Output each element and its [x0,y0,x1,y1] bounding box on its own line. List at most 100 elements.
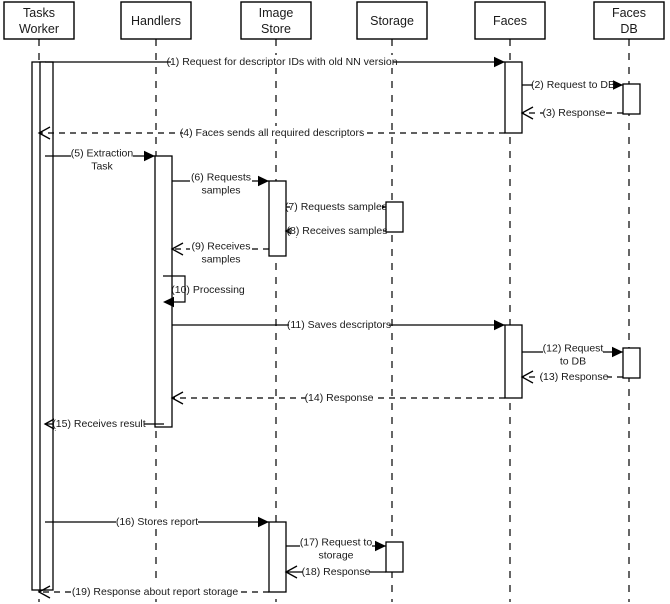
message-label: (5) Extraction [71,147,134,159]
lifeline-label-line1: Faces [612,6,646,20]
lifeline-label: Handlers [131,14,181,28]
message-label: (15) Receives result [52,418,145,430]
message-16: (16) Stores report [45,515,269,528]
message-label: (17) Request to [300,536,373,548]
message-label: (3) Response [542,107,605,119]
message-label-backdrop [190,170,252,197]
message-label-backdrop [306,391,372,404]
message-label-backdrop [190,239,252,266]
message-2: (2) Request to DB [522,78,623,91]
lifeline-handlers: Handlers [120,1,192,602]
arrowhead-filled [163,296,174,308]
arrowhead-open [170,242,184,256]
activation-rect [385,541,404,573]
message-label: (6) Requests [191,171,251,183]
message-label-backdrop [289,318,389,331]
arrowhead-filled [375,540,386,552]
message-label: to DB [560,355,586,367]
activation-bar-image-store [268,180,287,257]
lifeline-storage: Storage [356,1,428,602]
arrowhead-filled [494,319,505,331]
message-label-backdrop [303,565,369,578]
activation-rect [385,201,404,233]
message-label: samples [201,253,240,265]
activation-bar-tasks-worker [39,61,54,591]
arrowhead-filled [258,516,269,528]
message-label: (14) Response [305,392,374,404]
self-message-10: (10) Processing [163,275,245,308]
activation-bar-handlers [154,155,173,428]
lifeline-label: Faces [493,14,527,28]
arrowhead-filled [612,346,623,358]
message-label: (1) Request for descriptor IDs with old … [166,56,397,68]
message-19: (19) Response about report storage [37,585,269,599]
message-3: (3) Response [520,106,623,120]
message-11: (11) Saves descriptors [172,318,505,331]
message-8: (8) Receives samples [284,224,387,238]
activation-bar-storage [385,541,404,573]
message-label: storage [318,549,353,561]
message-label-backdrop [300,535,372,562]
activation-rect [504,324,523,399]
activation-rect [622,347,641,379]
lifeline-label-line1: Tasks [23,6,55,20]
message-label-backdrop [171,55,393,68]
lifeline-label-line1: Image [259,6,294,20]
message-label: (18) Response [302,566,371,578]
message-1: (1) Request for descriptor IDs with old … [45,55,505,68]
message-label-backdrop [541,370,607,383]
message-label: (9) Receives [192,240,251,252]
activation-bar-faces [504,61,523,134]
message-label-backdrop [74,585,236,598]
activation-rect [504,61,523,134]
arrowhead-open [37,126,51,140]
message-label-backdrop [71,146,133,173]
self-message-line [163,275,186,303]
message-label: (7) Requests samples [285,201,387,213]
activation-rect [268,521,287,593]
activation-rect [39,61,54,591]
message-label: (11) Saves descriptors [287,319,391,331]
activation-bar-faces-db [622,83,641,115]
message-label-backdrop [183,126,361,139]
arrowhead-open [37,585,51,599]
arrowhead-open [520,370,534,384]
message-7: (7) Requests samples [285,200,387,213]
activation-rect [154,155,173,428]
activations-layer [31,61,641,593]
message-label: (4) Faces sends all required descriptors [180,127,364,139]
lifeline-header-box [3,1,75,40]
arrowhead-filled [612,79,623,91]
activation-rect [622,83,641,115]
message-15: (15) Receives result [43,417,164,431]
lifeline-label-line2: DB [620,22,637,36]
lifeline-header-box [474,1,546,40]
lifeline-label-line2: Store [261,22,291,36]
message-label: (12) Request [543,342,604,354]
message-label-backdrop [290,200,382,213]
message-label: (19) Response about report storage [72,586,239,598]
activation-bar-faces [504,324,523,399]
messages-layer: (1) Request for descriptor IDs with old … [37,55,623,599]
message-label-backdrop [543,341,603,368]
message-label-backdrop [533,78,613,91]
self-message-label: (10) Processing [171,284,245,296]
lifeline-header-box [120,1,192,40]
lifeline-label: Storage [370,14,414,28]
activation-rect [268,180,287,257]
message-label-backdrop [543,106,605,119]
message-13: (13) Response [520,370,623,384]
message-label: (13) Response [540,371,609,383]
message-18: (18) Response [284,565,386,579]
arrowhead-open [43,417,57,431]
message-label: (16) Stores report [116,516,198,528]
lifeline-label-line2: Worker [19,22,59,36]
activation-bar-faces-db [622,347,641,379]
